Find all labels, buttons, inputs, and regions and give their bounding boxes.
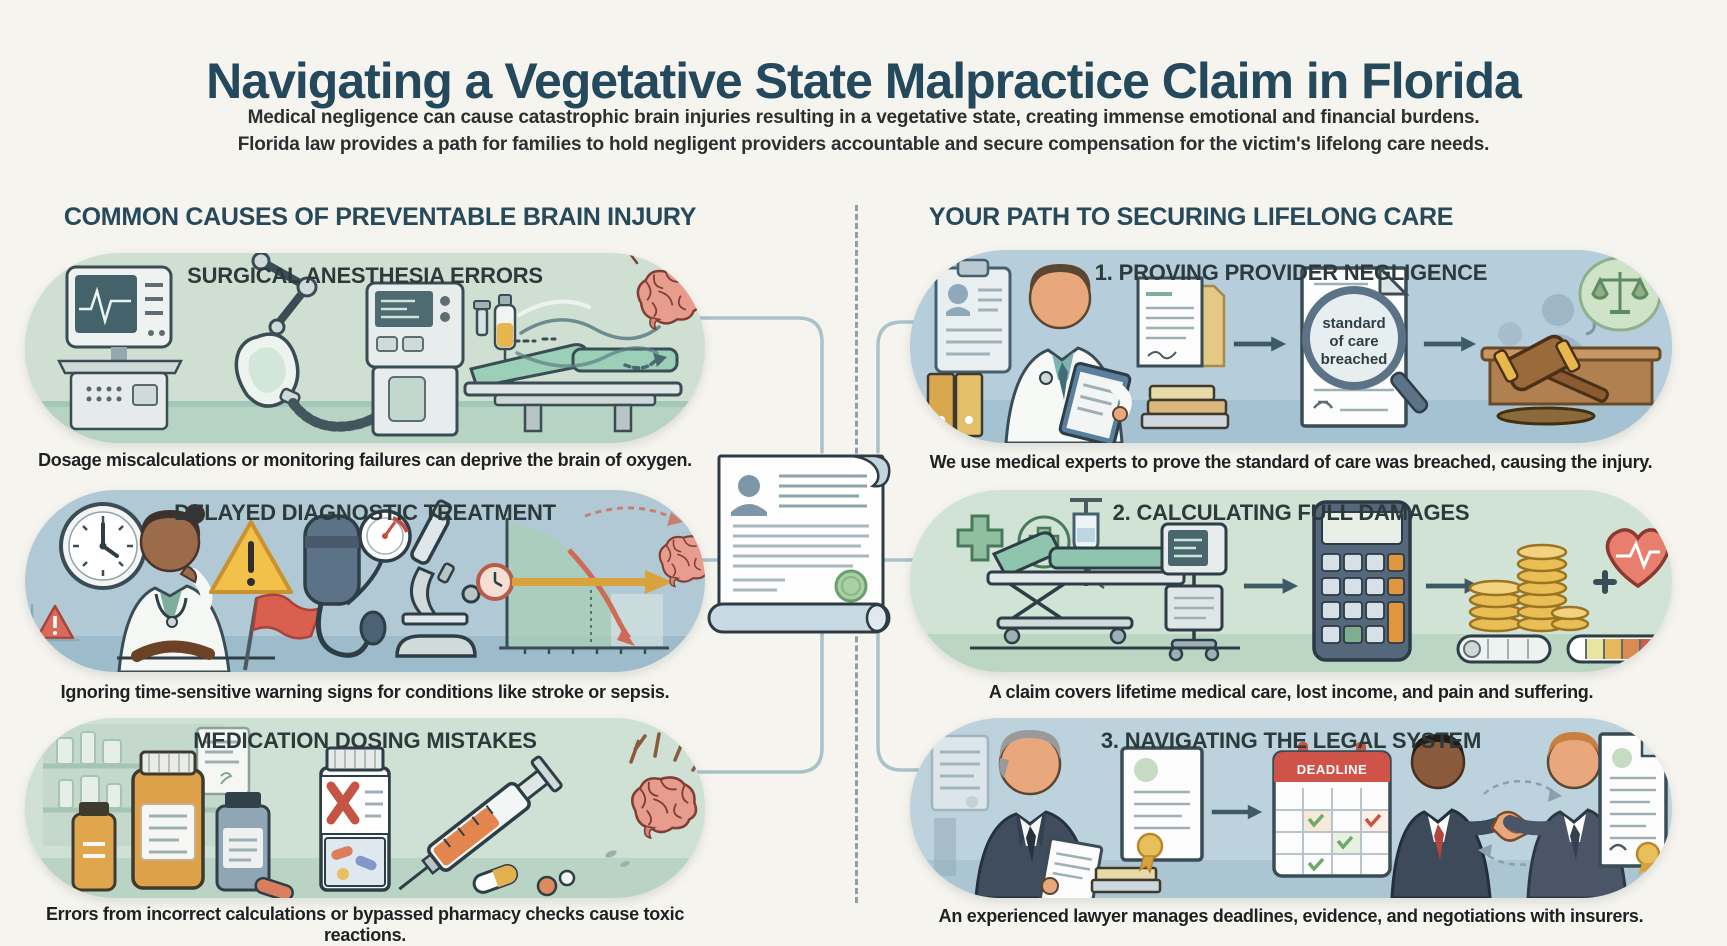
arrow-right-icon xyxy=(1424,337,1476,352)
magnifier-text-line3: breached xyxy=(1321,351,1388,368)
magnifier-text-line1: standard xyxy=(1322,315,1385,332)
panel-delayed-diagnostic-treatment: DELAYED DIAGNOSTIC TREATMENT xyxy=(25,490,705,672)
blue-bottle-icon xyxy=(215,792,271,892)
vitals-monitor-icon xyxy=(56,265,184,431)
panel-surgical-anesthesia-errors: SURGICAL ANESTHESIA ERRORS xyxy=(25,253,705,443)
arrow-right-icon xyxy=(1234,337,1286,352)
error-bottle-icon xyxy=(319,746,391,892)
small-vial-icon xyxy=(71,802,117,892)
panel-calculating-full-damages: 2. CALCULATING FULL DAMAGES xyxy=(910,490,1672,672)
person-icon xyxy=(738,475,760,497)
panel-title: 3. NAVIGATING THE LEGAL SYSTEM xyxy=(1100,728,1482,753)
panel-caption: We use medical experts to prove the stan… xyxy=(929,452,1653,472)
subtitle-line-1: Medical negligence can cause catastrophi… xyxy=(247,107,1480,128)
red-flag-icon xyxy=(243,593,324,671)
lawyer-figure xyxy=(974,730,1162,898)
right-column-heading: YOUR PATH TO SECURING LIFELONG CARE xyxy=(928,202,1454,231)
seal-icon xyxy=(834,569,868,603)
time-arrow-icon xyxy=(476,563,673,601)
standard-of-care-document: standard of care breached xyxy=(1300,264,1429,428)
scales-of-justice-icon xyxy=(1591,272,1649,314)
heart-ecg-icon xyxy=(1605,528,1671,589)
plus-sign xyxy=(1593,570,1617,594)
panel-title: 2. CALCULATING FULL DAMAGES xyxy=(1112,500,1470,525)
binders-icon xyxy=(926,372,984,438)
left-column-heading: COMMON CAUSES OF PREVENTABLE BRAIN INJUR… xyxy=(63,202,697,231)
panel-caption: Ignoring time-sensitive warning signs fo… xyxy=(60,682,670,702)
notes-icon xyxy=(930,734,990,812)
medical-records-icon xyxy=(1136,276,1226,368)
microscope-icon xyxy=(395,499,481,658)
prescription-note-icon xyxy=(195,726,251,796)
panel-medication-dosing-mistakes: MEDICATION DOSING MISTAKES xyxy=(25,718,705,898)
diagnosis-illustration xyxy=(25,499,705,672)
panel-navigating-the-legal-system: DEADLINE xyxy=(910,718,1672,898)
panel-proving-provider-negligence: standard of care breached xyxy=(910,250,1672,443)
courtroom-scene xyxy=(1480,256,1662,426)
pills-icon xyxy=(254,863,576,898)
deadline-calendar-icon: DEADLINE xyxy=(1272,742,1392,878)
anesthesia-illustration xyxy=(25,253,705,443)
panel-title: DELAYED DIAGNOSTIC TREATMENT xyxy=(174,500,556,525)
cost-scale-bars xyxy=(1456,634,1670,664)
impact-sparks xyxy=(629,253,695,265)
panel-caption: Dosage miscalculations or monitoring fai… xyxy=(38,450,692,470)
page-title: Navigating a Vegetative State Malpractic… xyxy=(206,52,1522,109)
coins-icon xyxy=(1468,543,1590,633)
clipboard-icon xyxy=(934,258,1012,374)
medication-illustration xyxy=(25,724,705,898)
claim-scroll xyxy=(705,448,910,640)
background-silhouette xyxy=(934,818,956,876)
panel-title: MEDICATION DOSING MISTAKES xyxy=(193,728,537,753)
brain-icon xyxy=(658,535,705,588)
drip-marks xyxy=(605,850,630,868)
arrow-right-icon xyxy=(1212,805,1262,819)
panel-caption: An experienced lawyer manages deadlines,… xyxy=(938,906,1644,926)
negligence-illustration: standard of care breached xyxy=(910,256,1672,443)
amber-bottle-icon xyxy=(131,750,205,890)
calculator-icon xyxy=(1312,500,1412,662)
arrow-right-icon xyxy=(1244,578,1298,593)
anesthesia-mask-icon xyxy=(234,253,318,408)
damages-illustration xyxy=(910,498,1672,672)
monitor-cart-icon xyxy=(1160,522,1228,662)
books-stack-icon xyxy=(1140,384,1230,430)
claim-scroll-icon xyxy=(707,454,891,634)
deadline-label: DEADLINE xyxy=(1297,762,1367,777)
anesthesia-machine-icon xyxy=(365,281,465,437)
warning-triangle-icon xyxy=(209,520,293,594)
brain-icon xyxy=(630,776,698,840)
alert-badge-icon xyxy=(30,604,79,642)
airflow-lines xyxy=(513,299,667,370)
lightning-bolts xyxy=(629,732,705,772)
hospital-bed-icon xyxy=(986,531,1186,645)
clock-icon xyxy=(59,502,147,590)
magnifier-text-line2: of care xyxy=(1329,333,1378,350)
contract-icon xyxy=(1598,731,1670,877)
panel-title: SURGICAL ANESTHESIA ERRORS xyxy=(187,263,543,288)
legal-illustration: DEADLINE xyxy=(910,730,1672,898)
doctor-figure xyxy=(1004,264,1132,443)
gavel-icon xyxy=(1493,334,1609,426)
subtitle-line-2: Florida law provides a path for families… xyxy=(237,134,1490,155)
certificate-icon xyxy=(1120,746,1204,874)
businessman-figure xyxy=(1390,734,1509,898)
syringe-icon xyxy=(398,755,563,891)
magnifier-icon: standard of care breached xyxy=(1302,286,1429,414)
blood-pressure-cuff-icon xyxy=(303,509,412,658)
panel-caption: Errors from incorrect calculations or by… xyxy=(45,904,685,945)
doctor-figure xyxy=(117,504,275,672)
surgical-bed-icon xyxy=(463,343,683,433)
panel-caption: A claim covers lifetime medical care, lo… xyxy=(988,682,1594,702)
panel-title: 1. PROVING PROVIDER NEGLIGENCE xyxy=(1094,260,1488,285)
decline-arc xyxy=(584,506,678,522)
